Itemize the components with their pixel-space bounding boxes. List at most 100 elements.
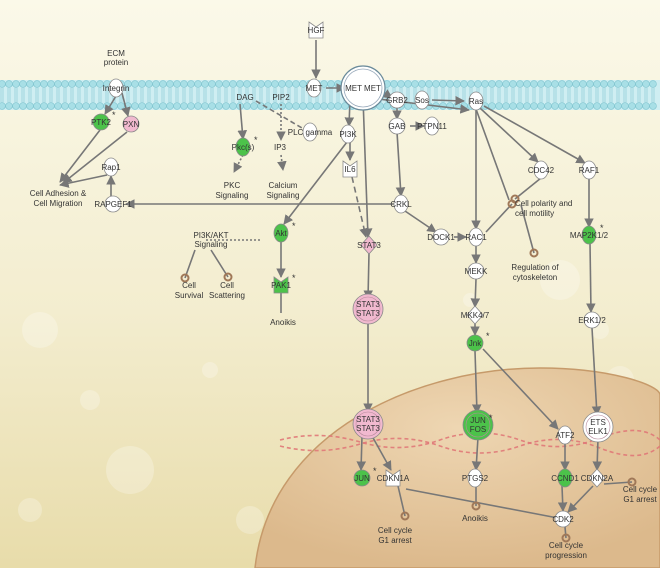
pxn-label: PXN	[123, 120, 140, 129]
node-pi3k[interactable]: PI3K	[339, 124, 357, 144]
process-label: G1 arrest	[378, 536, 412, 545]
node-plcg[interactable]: PLC gamma	[288, 122, 333, 142]
node-mekk[interactable]: MEKK	[465, 262, 488, 280]
node-pkcs[interactable]: Pkc(s)*	[232, 135, 258, 157]
jnk-asterisk: *	[486, 331, 490, 341]
edge-end	[223, 272, 233, 282]
met-label: MET	[306, 84, 323, 93]
ecm-label: ECM	[107, 49, 125, 58]
process-label: Scattering	[209, 291, 245, 300]
process-label: Cell Migration	[34, 199, 83, 208]
edge	[603, 481, 633, 485]
pathway-edges	[59, 40, 637, 543]
node-atf2[interactable]: ATF2	[556, 425, 576, 445]
mkk47-label: MKK4/7	[461, 311, 490, 320]
node-mkk47[interactable]: MKK4/7	[461, 305, 490, 325]
process-label: Regulation of	[511, 263, 559, 272]
node-integrin[interactable]: Integrin	[103, 78, 130, 98]
node-il6[interactable]: IL6	[342, 160, 358, 178]
process-label: Cell cycle	[378, 526, 413, 535]
edge	[567, 485, 594, 513]
edge	[395, 131, 406, 197]
process-label: cell motility	[515, 209, 554, 218]
erk12-label: ERK1/2	[578, 316, 606, 325]
edge	[363, 252, 373, 300]
stat3c-label: STAT3	[356, 424, 380, 433]
node-cdkn2a[interactable]: CDKN2A	[581, 468, 614, 488]
akt-asterisk: *	[292, 221, 296, 231]
process-label: Anoikis	[462, 514, 488, 523]
process-label: cytoskeleton	[513, 273, 557, 282]
pip2-label: PIP2	[272, 93, 290, 102]
node-cdkn1a[interactable]: CDKN1A	[377, 469, 410, 487]
edge	[397, 485, 406, 517]
node-dock1[interactable]: DOCK1	[427, 228, 455, 246]
process-label: Cell cycle	[549, 541, 584, 550]
process-label: Calcium	[269, 181, 298, 190]
node-rapgef1[interactable]: RAPGEF1	[94, 195, 132, 213]
pi3kakt-label: PI3K/AKT	[193, 231, 228, 240]
pkcs-asterisk: *	[254, 135, 258, 145]
node-grb2[interactable]: GRB2	[386, 91, 408, 109]
node-pak1[interactable]: PAK1*	[271, 273, 296, 294]
edge	[470, 278, 481, 308]
node-metmet[interactable]: MET MET	[340, 65, 386, 111]
node-cdk2[interactable]: CDK2	[552, 510, 574, 528]
edge-end	[561, 533, 571, 543]
node-cdc42[interactable]: CDC42	[528, 160, 555, 180]
process-label: Survival	[175, 291, 204, 300]
node-ras[interactable]: Ras	[468, 91, 484, 111]
integrin-label: Integrin	[103, 84, 130, 93]
node-ptk2[interactable]: PTK2*	[91, 110, 116, 131]
junfos-label: JUN	[470, 416, 486, 425]
ptk2-asterisk: *	[112, 110, 116, 120]
edge	[255, 100, 303, 129]
node-gab[interactable]: GAB	[389, 117, 406, 135]
node-stat3a[interactable]: STAT3	[357, 235, 381, 255]
edge-end	[507, 199, 517, 209]
node-hgf[interactable]: HGF	[308, 21, 325, 39]
node-raf1[interactable]: RAF1	[579, 160, 600, 180]
node-ptgs2[interactable]: PTGS2	[462, 468, 489, 488]
edge	[121, 92, 131, 117]
node-akt[interactable]: Akt*	[273, 221, 296, 243]
node-pip2[interactable]: PIP2	[272, 93, 290, 102]
node-rap1[interactable]: Rap1	[101, 157, 121, 177]
stat3b-label: STAT3	[356, 309, 380, 318]
stat3b-label: STAT3	[356, 300, 380, 309]
node-met[interactable]: MET	[306, 78, 323, 98]
edge	[356, 435, 367, 471]
node-ip3[interactable]: IP3	[274, 143, 287, 152]
edge-end	[471, 501, 481, 511]
process-label: Anoikis	[270, 318, 296, 327]
node-sos[interactable]: Sos	[414, 90, 430, 110]
cdkn1a-label: CDKN1A	[377, 474, 410, 483]
node-ccnd1[interactable]: CCND1	[551, 468, 579, 488]
rapgef1-label: RAPGEF1	[94, 200, 132, 209]
mekk-label: MEKK	[465, 267, 488, 276]
node-ptpn11[interactable]: PTPN11	[417, 116, 447, 136]
edge	[586, 242, 596, 313]
node-jun[interactable]: JUN*	[353, 466, 377, 487]
node-pxn[interactable]: PXN	[122, 115, 140, 133]
node-map2k12[interactable]: MAP2K1/2*	[570, 223, 609, 245]
node-erk12[interactable]: ERK1/2	[578, 311, 606, 329]
edge	[362, 97, 373, 238]
node-dag[interactable]: DAG	[236, 93, 253, 102]
edge	[283, 141, 348, 225]
node-rac1[interactable]: RAC1	[465, 227, 487, 247]
edge	[557, 485, 568, 512]
node-jnk[interactable]: Jnk*	[466, 331, 490, 352]
edge	[591, 327, 602, 416]
node-crkl[interactable]: CRKL	[390, 194, 412, 214]
